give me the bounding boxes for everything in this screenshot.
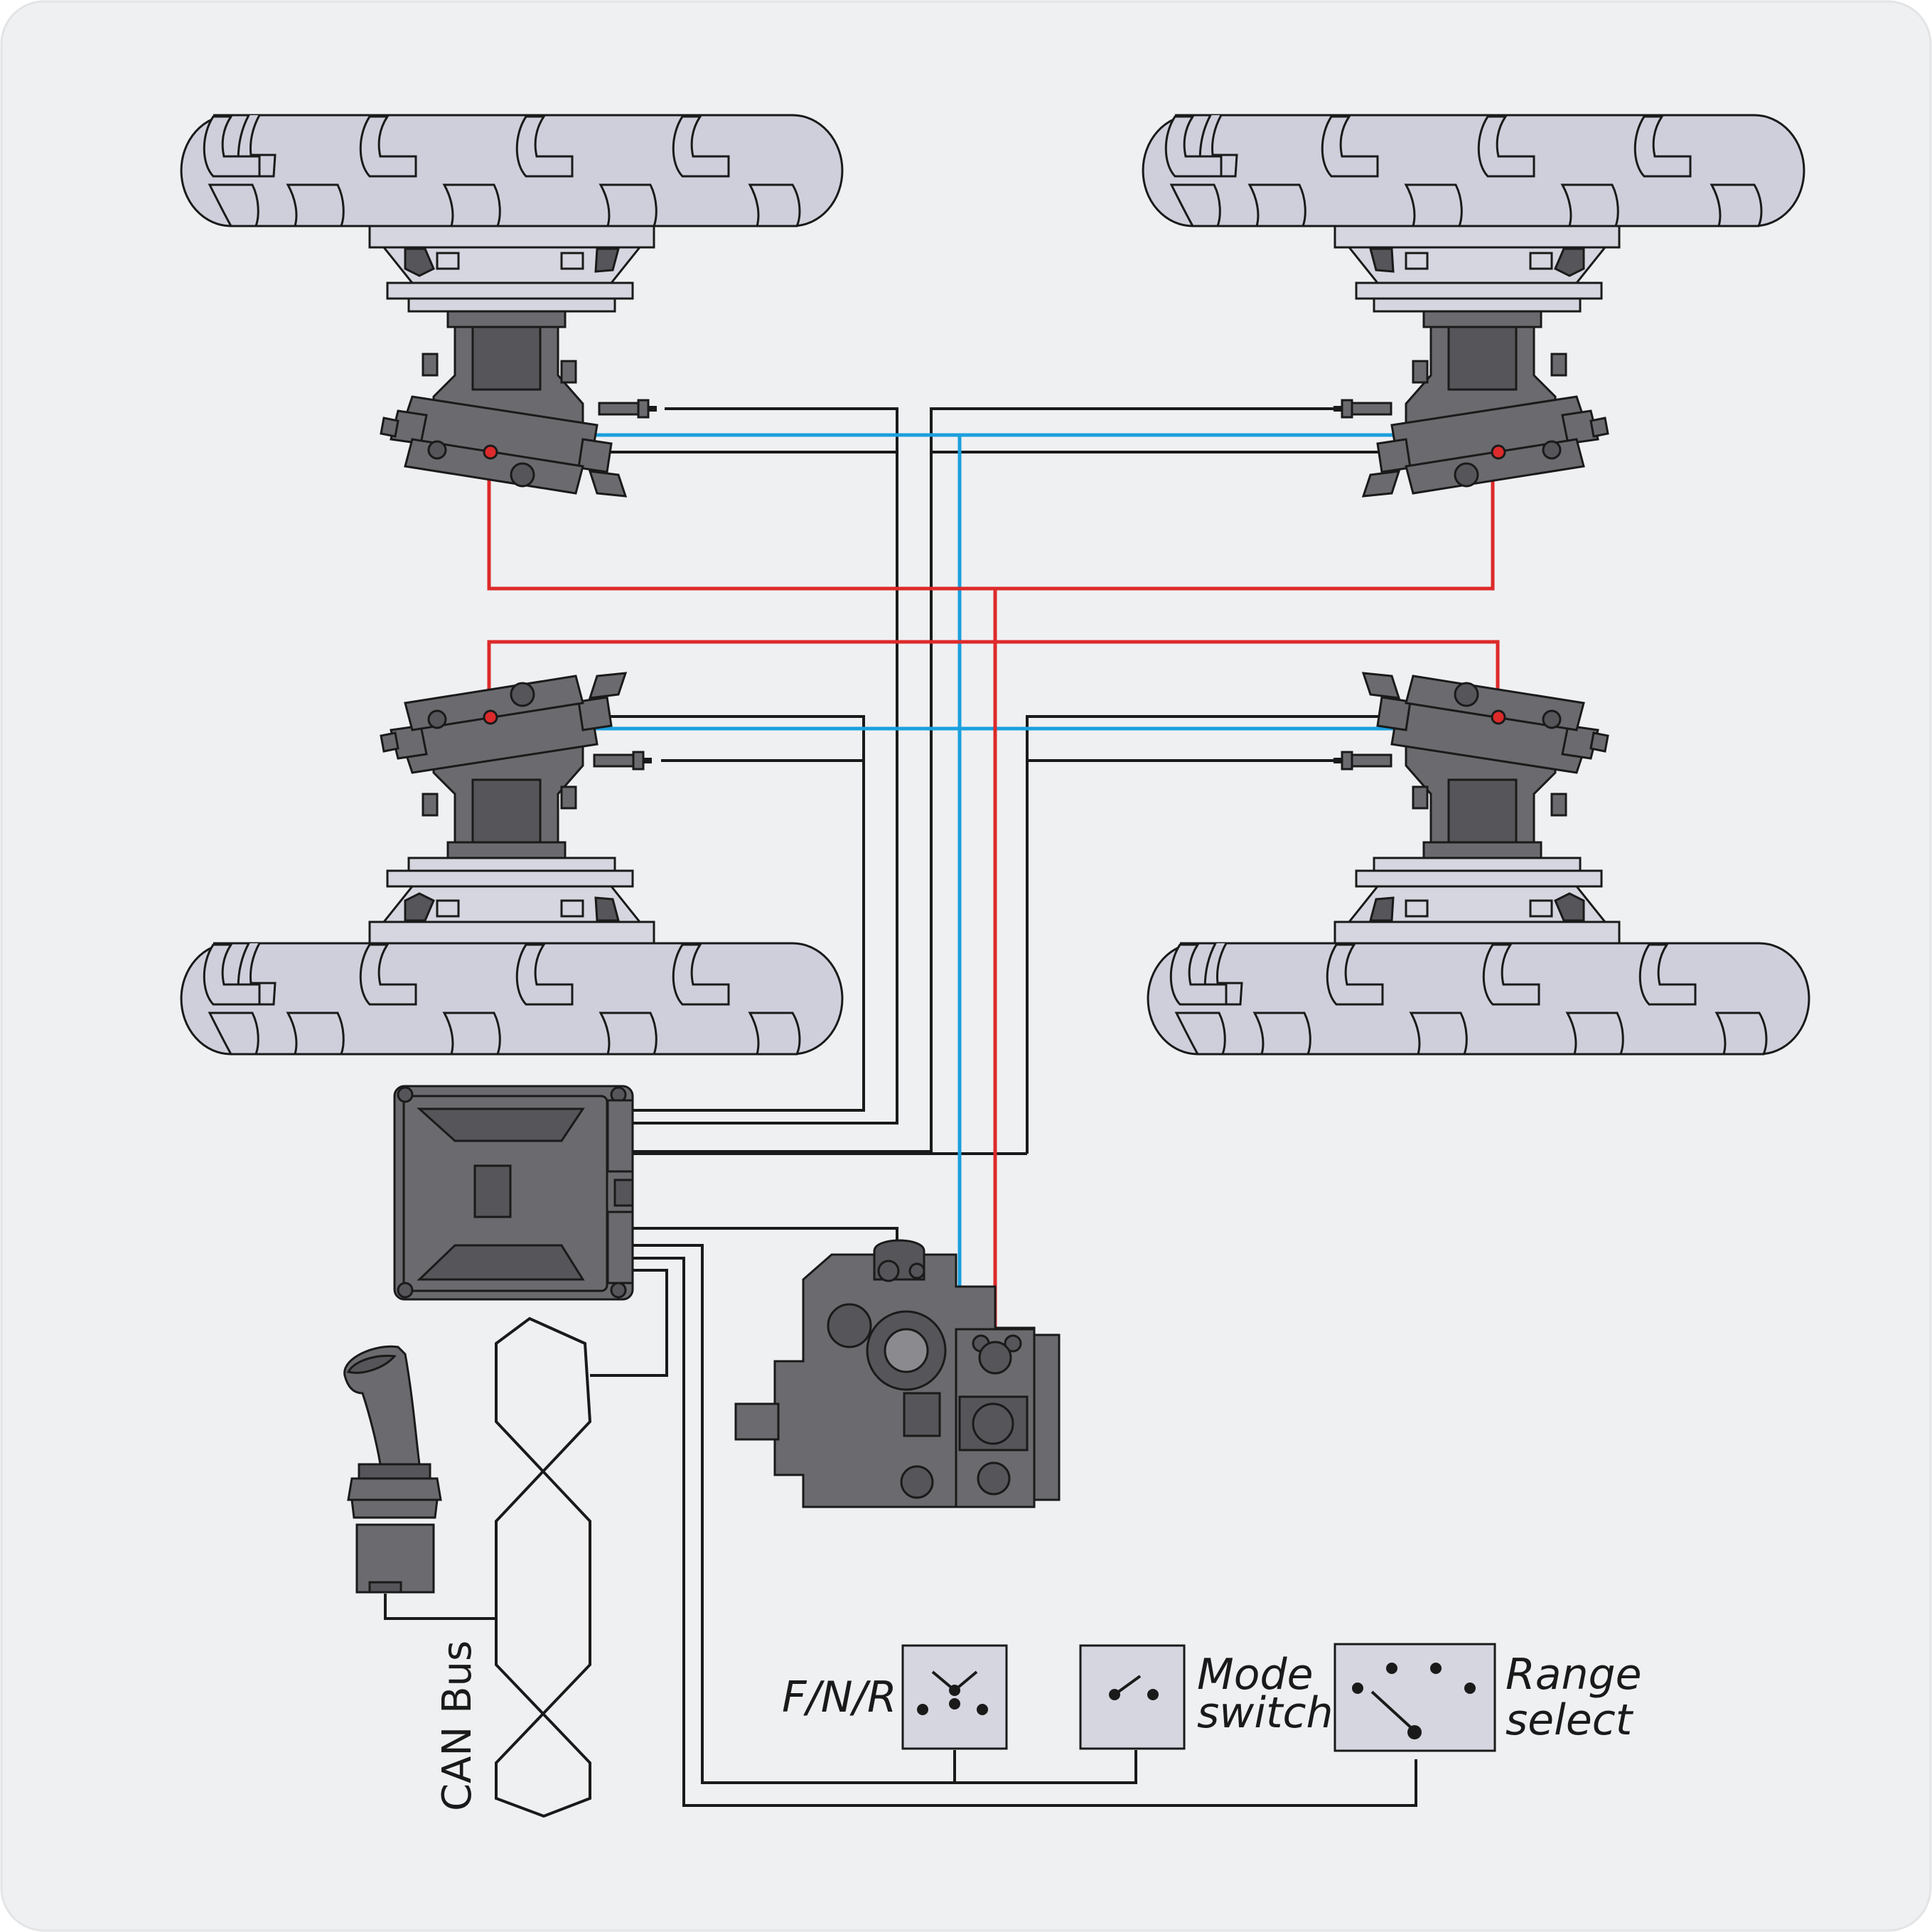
range-select-switch[interactable] xyxy=(1333,1643,1496,1752)
wire-ecu-range xyxy=(633,1257,1417,1807)
wire-br-valve xyxy=(1026,715,1393,1154)
controller-ecu-icon xyxy=(393,1085,634,1301)
speed-sensor-top-left-icon xyxy=(598,399,658,419)
range-label-line1: Range xyxy=(1506,1650,1641,1700)
pump-icon xyxy=(734,1239,1061,1508)
range-label-line2: select xyxy=(1506,1695,1634,1745)
wire-tr-sensor xyxy=(633,407,1334,1153)
wheel-top-left-icon xyxy=(180,114,844,227)
fnr-switch[interactable] xyxy=(901,1644,1008,1750)
pressure-line-top xyxy=(487,442,1495,591)
can-bus-label: CAN Bus xyxy=(434,1641,481,1811)
mode-switch-box[interactable] xyxy=(1079,1644,1186,1750)
speed-sensor-top-right-icon xyxy=(1332,399,1392,419)
joystick-icon xyxy=(343,1345,442,1594)
control-wiring xyxy=(384,407,1417,1807)
wire-ecu-mode xyxy=(633,1244,1137,1784)
mode-label-line1: Mode xyxy=(1197,1650,1313,1700)
speed-sensor-bottom-left-icon xyxy=(593,751,653,771)
fnr-label: F/N/R xyxy=(782,1673,897,1722)
wire-bl-valve xyxy=(608,715,865,1112)
pressure-lines xyxy=(487,442,1500,1354)
fnr-switch-box[interactable] xyxy=(901,1644,1008,1750)
wire-ecu-can xyxy=(590,1269,668,1377)
wire-joystick-can xyxy=(384,1594,496,1620)
speed-sensor-bottom-right-icon xyxy=(1332,751,1392,771)
mode-switch[interactable] xyxy=(1079,1644,1186,1750)
wheel-bottom-right-icon xyxy=(1147,942,1810,1056)
wire-tl-sensor xyxy=(633,407,898,1125)
wheel-bottom-left-icon xyxy=(180,942,844,1056)
wheel-top-right-icon xyxy=(1142,114,1805,227)
can-bus-cable-icon xyxy=(495,1316,592,1818)
mode-label-line2: switch xyxy=(1197,1688,1333,1738)
